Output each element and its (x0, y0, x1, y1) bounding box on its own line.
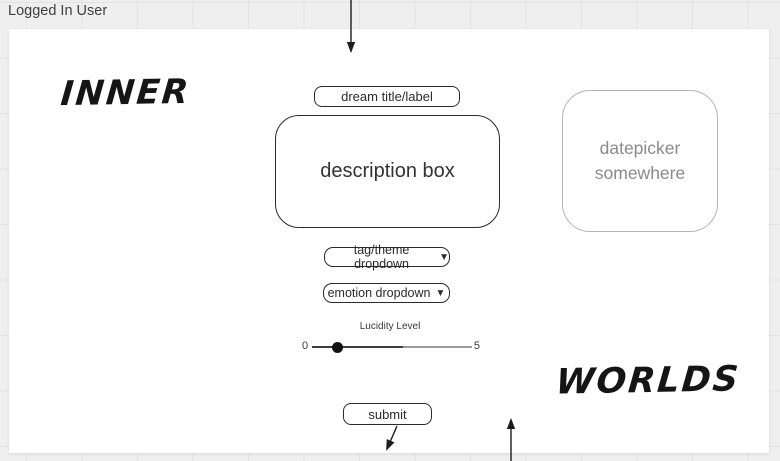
lucidity-slider: Lucidity Level 0 5 (300, 321, 480, 355)
lucidity-slider-label: Lucidity Level (359, 321, 421, 332)
worlds-annotation: WORLDS (554, 359, 742, 403)
tag-theme-dropdown[interactable]: tag/theme dropdown ▼ (324, 243, 450, 271)
tag-theme-dropdown-label: tag/theme dropdown (353, 243, 410, 271)
slider-track[interactable] (312, 341, 472, 353)
caret-down-icon: ▼ (439, 252, 449, 263)
design-canvas: INNER WORLDS dream title/label descripti… (9, 29, 769, 453)
emotion-dropdown[interactable]: emotion dropdown ▼ (323, 283, 450, 303)
dream-title-label: dream title/label (341, 89, 433, 104)
description-label: description box (320, 160, 455, 182)
slider-min-label: 0 (302, 340, 309, 352)
submit-button-label: submit (368, 406, 407, 422)
datepicker-label: datepicker somewhere (594, 138, 686, 183)
emotion-dropdown-label: emotion dropdown (327, 286, 431, 300)
submit-button[interactable]: submit (343, 403, 432, 425)
description-textarea[interactable]: description box (275, 115, 500, 228)
datepicker-placeholder[interactable]: datepicker somewhere (562, 90, 718, 232)
caret-down-icon: ▼ (435, 288, 446, 299)
slider-max-label: 5 (473, 340, 480, 352)
slider-thumb[interactable] (332, 341, 343, 353)
inner-annotation: INNER (59, 71, 192, 115)
dream-title-input[interactable]: dream title/label (314, 86, 460, 107)
slider-track-filled (312, 346, 403, 348)
logged-in-user-label: Logged In User (8, 3, 108, 19)
